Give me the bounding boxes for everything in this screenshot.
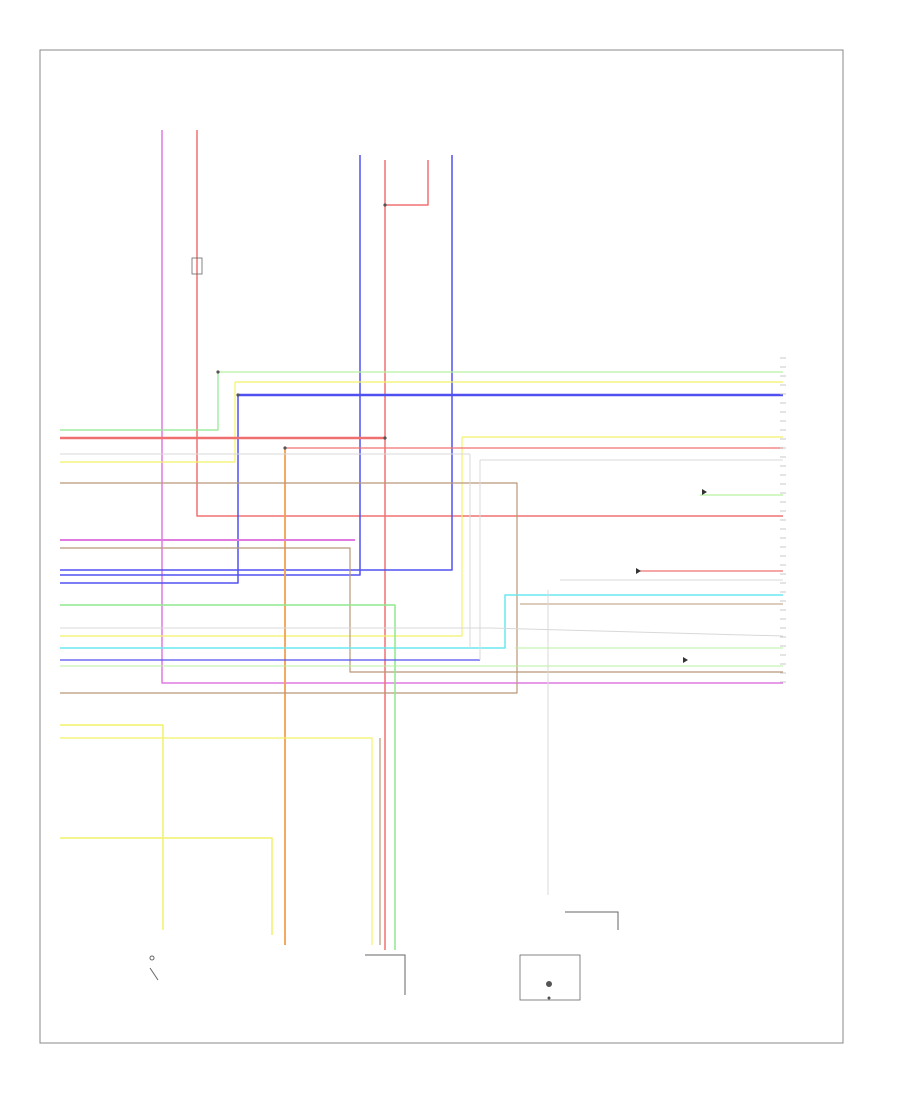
component-layer — [149, 203, 786, 1001]
red-jumper-wire — [385, 160, 429, 206]
splice-dot — [383, 436, 387, 440]
green-vertical-wire — [60, 604, 396, 950]
blue-bus-branch — [60, 395, 239, 584]
wire-layer — [60, 130, 784, 950]
yellow-lower-wire-2 — [60, 737, 373, 945]
module-terminal-icon-2 — [547, 996, 551, 1000]
splice-dot — [236, 393, 240, 397]
wire-arrow-icon — [683, 657, 688, 663]
blue-sensor-wire — [60, 155, 361, 576]
wire-arrow-icon — [636, 568, 641, 574]
actuator-housing-icon — [365, 954, 406, 995]
splice-dot — [383, 203, 387, 207]
yellow-wire-2 — [60, 382, 236, 463]
control-module-icon — [519, 954, 581, 1001]
brown-wire — [60, 482, 518, 694]
wire-arrow-icon — [702, 489, 707, 495]
brown-left-wire — [60, 547, 783, 673]
yellow-bus-wire-2 — [60, 437, 463, 637]
diagram-border — [39, 49, 844, 1044]
yellow-lower-wire — [60, 724, 164, 930]
switch-contact-icon — [149, 955, 155, 961]
control-module-lead — [565, 911, 619, 930]
red-sensor-wire — [196, 130, 783, 517]
splice-dot — [216, 370, 220, 374]
cyan-wire — [60, 594, 783, 649]
blue-sensor-wire-2 — [60, 155, 453, 571]
fuse-icon — [191, 257, 203, 275]
splice-dot — [283, 446, 287, 450]
yellow-bottom-wire — [60, 837, 273, 935]
white-diagonal-wire — [489, 627, 784, 637]
module-terminal-icon — [546, 981, 552, 987]
violet-wire — [161, 130, 783, 684]
green-wire — [60, 372, 219, 431]
switch-lever-icon — [149, 967, 159, 981]
